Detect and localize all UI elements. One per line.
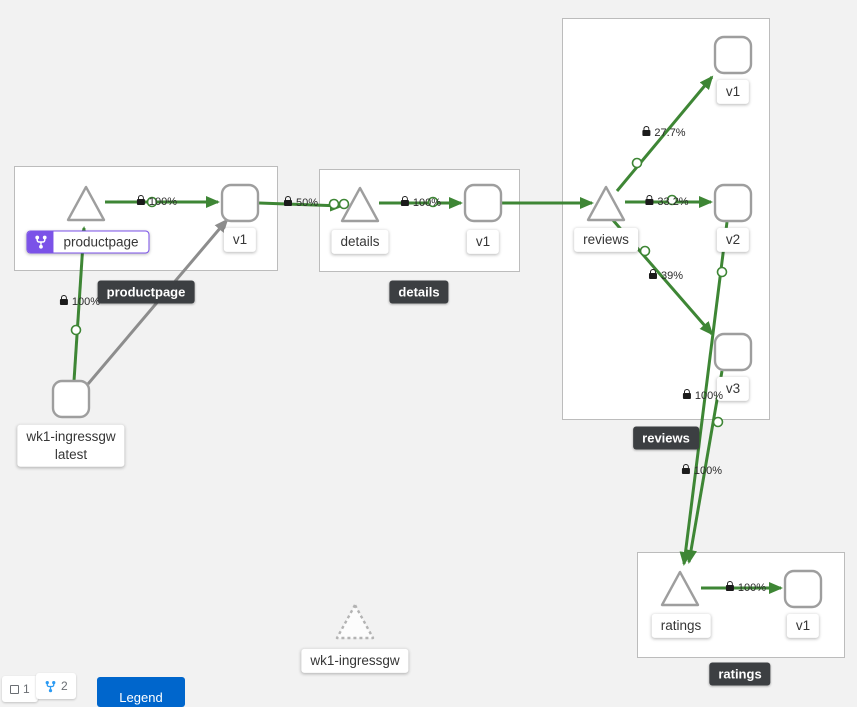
mtls-lock-icon xyxy=(682,389,691,399)
group-label-details[interactable]: details xyxy=(389,280,449,304)
node-productpage-service[interactable] xyxy=(66,185,106,222)
node-label-text: productpage xyxy=(63,234,139,250)
edge-label-reviews-to-v2[interactable]: 33.2% xyxy=(645,195,689,208)
node-label-productpage-service[interactable]: productpage xyxy=(26,230,150,254)
service-count-chip[interactable]: 2 xyxy=(36,673,76,699)
edge-label-reviews-to-v1[interactable]: 27.7% xyxy=(642,126,686,139)
node-productpage-v1[interactable] xyxy=(220,183,260,223)
edge-percentage: 100% xyxy=(412,197,442,209)
mtls-lock-icon xyxy=(681,464,690,474)
node-wk1-ingressgw-idle[interactable] xyxy=(335,603,375,640)
edge-label-productpage-to-v1[interactable]: 100% xyxy=(136,195,178,208)
node-wk1-ingressgw[interactable] xyxy=(51,379,91,419)
group-label-reviews[interactable]: reviews xyxy=(633,426,699,450)
service-count-value: 2 xyxy=(61,679,68,693)
edge-percentage: 100% xyxy=(148,196,178,208)
traffic-dot xyxy=(666,194,678,206)
virtual-service-icon xyxy=(27,231,54,253)
edge-percentage: 39% xyxy=(660,270,684,282)
edge-label-reviewsv2-to-ratings[interactable]: 100% xyxy=(682,389,724,402)
graph-svg xyxy=(51,35,823,640)
edge-label-reviews-to-v3[interactable]: 39% xyxy=(648,269,684,282)
mtls-lock-icon xyxy=(283,196,292,206)
edge-label-reviewsv3-to-ratings[interactable]: 100% xyxy=(681,464,723,477)
group-label-ratings[interactable]: ratings xyxy=(709,662,771,686)
node-reviews-v3[interactable] xyxy=(713,332,753,372)
node-label-productpage-v1[interactable]: v1 xyxy=(223,227,257,253)
traffic-dot xyxy=(328,198,340,210)
mtls-lock-icon xyxy=(136,195,145,205)
traffic-dot xyxy=(716,266,728,278)
edge-label-ratings-to-v1[interactable]: 100% xyxy=(725,581,767,594)
mtls-lock-icon xyxy=(645,195,654,205)
group-label-productpage[interactable]: productpage xyxy=(97,280,195,304)
node-reviews-service[interactable] xyxy=(586,185,626,222)
mtls-lock-icon xyxy=(400,196,409,206)
node-label-reviews-v3[interactable]: v3 xyxy=(716,376,750,402)
node-label-reviews-v1[interactable]: v1 xyxy=(716,79,750,105)
node-reviews-v2[interactable] xyxy=(713,183,753,223)
edge-ppv1-to-details[interactable] xyxy=(258,199,344,212)
node-label-reviews-service[interactable]: reviews xyxy=(574,227,638,253)
edge-percentage: 100% xyxy=(71,296,101,308)
traffic-dot xyxy=(146,196,158,208)
traffic-dot xyxy=(427,196,439,208)
edge-percentage: 27.7% xyxy=(654,127,686,139)
traffic-dot xyxy=(639,245,651,257)
traffic-dot xyxy=(338,198,350,210)
node-label-wk1-ingressgw-idle[interactable]: wk1-ingressgw xyxy=(301,648,409,674)
traffic-dot xyxy=(631,157,643,169)
mtls-lock-icon xyxy=(59,295,68,305)
node-ratings-v1[interactable] xyxy=(783,569,823,609)
node-details-v1[interactable] xyxy=(463,183,503,223)
node-label-ratings-v1[interactable]: v1 xyxy=(786,613,820,639)
edge-reviewsv2-to-ratings[interactable] xyxy=(679,221,729,566)
mtls-lock-icon xyxy=(648,269,657,279)
node-ratings-service[interactable] xyxy=(660,570,700,607)
node-reviews-v1[interactable] xyxy=(713,35,753,75)
edge-gw-to-productpage[interactable] xyxy=(72,226,90,382)
edge-reviewsv3-to-ratings[interactable] xyxy=(685,370,724,564)
traffic-dot xyxy=(712,416,724,428)
edge-percentage: 100% xyxy=(693,465,723,477)
mtls-lock-icon xyxy=(725,581,734,591)
legend-button[interactable]: Legend xyxy=(97,677,185,707)
edge-percentage: 33.2% xyxy=(657,196,689,208)
edge-reviews-to-v1[interactable] xyxy=(615,75,714,192)
traffic-dot xyxy=(70,324,82,336)
edge-label-details-to-v1[interactable]: 100% xyxy=(400,196,442,209)
edge-percentage: 100% xyxy=(737,582,767,594)
node-details-service[interactable] xyxy=(340,186,380,223)
node-label-ratings-service[interactable]: ratings xyxy=(651,613,711,639)
edge-percentage: 50% xyxy=(295,197,319,209)
edge-label-gw-to-productpage[interactable]: 100% xyxy=(59,295,101,308)
label-layer: productpage details reviews ratings 100% 100%… xyxy=(17,79,820,686)
node-count-value: 1 xyxy=(23,682,30,696)
node-count-chip[interactable]: 1 xyxy=(2,676,38,702)
node-label-reviews-v2[interactable]: v2 xyxy=(716,227,750,253)
square-icon xyxy=(10,684,19,694)
node-label-details-v1[interactable]: v1 xyxy=(466,229,500,255)
edge-label-ppv1-to-details[interactable]: 50% xyxy=(283,196,319,209)
mtls-lock-icon xyxy=(642,126,651,136)
edge-percentage: 100% xyxy=(694,390,724,402)
node-label-details-service[interactable]: details xyxy=(331,229,389,255)
